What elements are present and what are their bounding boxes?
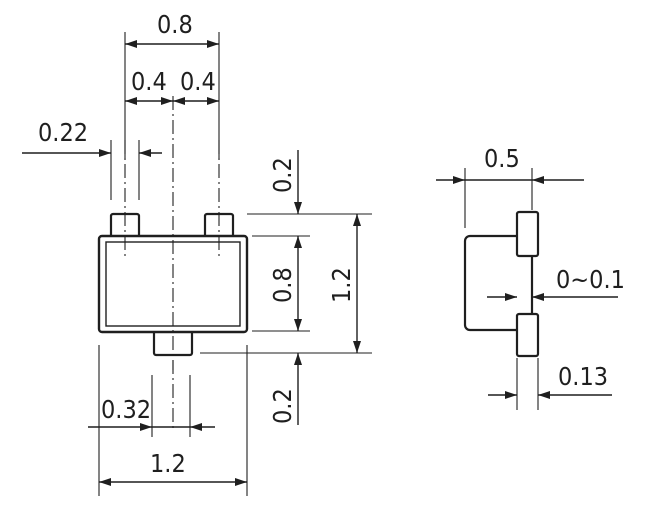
side-body [463, 234, 534, 332]
dim-arrow [235, 478, 247, 486]
dim-arrow [140, 423, 152, 431]
dim-label-body-height: 0.8 [268, 267, 297, 303]
side-lead-lower [515, 312, 540, 358]
dim-arrow [294, 202, 302, 214]
dim-arrow [532, 176, 544, 184]
dim-arrow [505, 391, 517, 399]
dim-label-overall-width: 1.2 [150, 449, 186, 478]
dim-arrow [353, 214, 361, 226]
top-view: 0.8 0.4 0.4 0.22 0.2 0.8 1.2 [22, 10, 372, 496]
dim-label-lead-width: 0.22 [38, 118, 88, 147]
dim-arrow [99, 478, 111, 486]
side-lead-upper [515, 210, 540, 258]
dim-arrow [99, 149, 111, 157]
dim-arrow [207, 40, 219, 48]
dim-label-overall-height: 1.2 [327, 267, 356, 303]
dim-label-lower-lead: 0.2 [268, 388, 297, 424]
dim-arrow [532, 293, 544, 301]
dim-arrow [505, 293, 517, 301]
dim-arrow [161, 97, 173, 105]
dim-label-side-standoff: 0~0.1 [556, 265, 625, 294]
dim-arrow [173, 97, 185, 105]
dim-arrow [453, 176, 465, 184]
dim-arrow [294, 319, 302, 331]
dim-arrow [538, 391, 550, 399]
dim-arrow [294, 353, 302, 365]
dim-label-side-lead-thickness: 0.13 [558, 362, 608, 391]
dim-label-left-half: 0.4 [131, 67, 167, 96]
dim-arrow [125, 97, 137, 105]
dim-label-bottom-lead-offset: 0.32 [101, 395, 151, 424]
dim-label-right-half: 0.4 [180, 67, 216, 96]
side-view: 0.5 0~0.1 0.13 [436, 144, 625, 410]
dim-arrow [139, 149, 151, 157]
dim-arrow [207, 97, 219, 105]
dim-arrow [125, 40, 137, 48]
dim-label-top-width: 0.8 [157, 10, 193, 39]
dim-arrow [353, 341, 361, 353]
dim-label-upper-lead: 0.2 [268, 157, 297, 193]
dim-arrow [190, 423, 202, 431]
dim-label-side-thickness: 0.5 [484, 144, 520, 173]
